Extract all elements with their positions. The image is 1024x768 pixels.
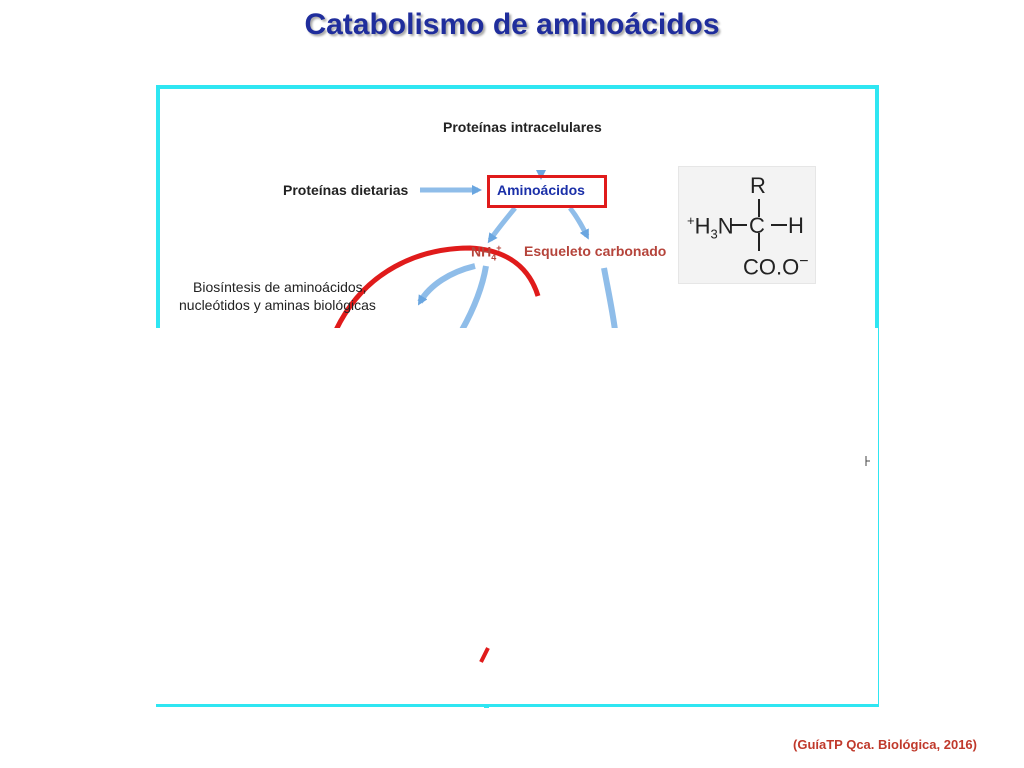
blank-overlay [156,328,878,704]
structure-hydrogen: H [788,213,804,238]
arrow-aminoacidos-esqueleto [568,206,590,240]
arrow-aminoacidos-nh4 [487,206,517,244]
nh3-plus: + [687,213,695,228]
citation: (GuíaTP Qca. Biológica, 2016) [793,737,977,752]
arrow-nh4-biosintesis [417,263,476,306]
label-biosintesis-line2: nucleótidos y aminas biológicas [179,297,376,313]
aminoacidos-highlight-box [487,175,607,208]
structure-r: R [750,173,766,198]
slide-title: Catabolismo de aminoácidos [304,8,720,41]
red-cycle-arc [333,245,541,332]
nh3-h: H [694,213,711,239]
nh4-superscript: + [496,243,502,253]
structure-bonds [731,199,787,251]
label-proteinas-intracelulares: Proteínas intracelulares [443,119,602,135]
label-nh4: NH4+ [471,243,502,262]
structure-nh3: +H3N [687,213,734,242]
carboxyl-minus: − [799,253,809,270]
label-biosintesis-line1: Biosíntesis de aminoácidos, [193,279,367,295]
nh4-subscript: 4 [491,252,497,263]
red-fragment-visible [479,647,490,663]
label-esqueleto-carbonado: Esqueleto carbonado [524,243,667,259]
structure-carbon: C [749,213,765,238]
nh4-base: NH [471,243,492,260]
arrow-esqueleto-down [601,267,618,331]
amino-acid-structure: R +H3N C H CO.O− [678,166,816,284]
arrow-nh4-down [459,265,489,332]
label-aminoacidos: Aminoácidos [497,182,585,198]
carboxyl-text: CO.O [743,254,800,280]
right-tick-visible [865,456,870,466]
nh3-n: N [717,213,734,239]
structure-carboxyl: CO.O− [743,253,809,280]
label-proteinas-dietarias: Proteínas dietarias [283,182,409,198]
nh3-sub: 3 [710,226,718,242]
